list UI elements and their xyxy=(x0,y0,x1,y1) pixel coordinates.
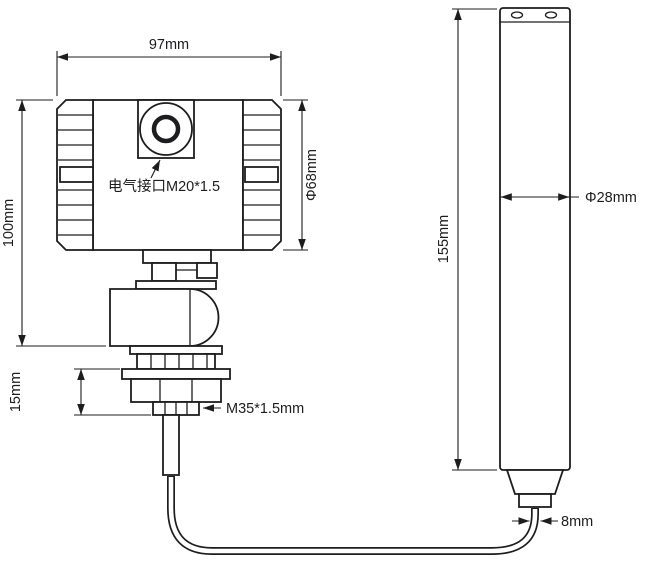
mounting-step xyxy=(142,249,212,264)
bolt-ring xyxy=(136,353,216,370)
probe-vent-hole xyxy=(510,11,524,19)
flange-plate-wide xyxy=(121,368,231,380)
cable-core xyxy=(168,477,538,554)
cable-diameter-label: 8mm xyxy=(561,514,593,530)
stem-tube xyxy=(162,414,180,476)
housing-height-label: 100mm xyxy=(1,199,17,247)
right-fin-lines xyxy=(243,114,280,236)
flange-height-label: 15mm xyxy=(8,372,24,412)
probe-length-label: 155mm xyxy=(436,215,452,263)
housing-diameter-label: Φ68mm xyxy=(304,149,320,201)
adapter-plate xyxy=(135,280,217,290)
probe-vent-hole xyxy=(544,11,558,19)
connection-cable xyxy=(167,476,539,555)
hex-nut xyxy=(130,378,222,403)
probe-cable-gland xyxy=(518,493,552,508)
thread-spec-label: M35*1.5mm xyxy=(226,401,304,417)
probe-view xyxy=(499,7,571,508)
probe-diameter-label: Φ28mm xyxy=(585,190,637,206)
bolt-ring-lines xyxy=(150,354,208,369)
transmitter-view xyxy=(56,99,282,476)
dim-probe-diameter: Φ28mm xyxy=(500,190,637,206)
valve-body xyxy=(109,288,220,347)
annotation-electrical-interface: 电气接口M20*1.5 xyxy=(108,159,220,195)
dim-housing-diameter: Φ68mm xyxy=(283,99,320,251)
conduit-outer-circle xyxy=(139,102,193,156)
cable-outline xyxy=(167,476,539,555)
left-fin-lines xyxy=(58,114,93,236)
thread-lines xyxy=(164,402,188,415)
dim-housing-height: 100mm xyxy=(1,99,106,347)
probe-body xyxy=(499,7,571,471)
annotation-thread-spec: M35*1.5mm xyxy=(203,401,304,417)
right-fin-recess xyxy=(244,166,279,183)
left-fin-recess xyxy=(59,166,94,183)
leader-line xyxy=(150,159,161,179)
dim-probe-length: 155mm xyxy=(436,8,497,471)
side-junction-box xyxy=(196,262,218,279)
conduit-inner-ring xyxy=(151,114,181,144)
dim-cable-diameter: 8mm xyxy=(512,514,593,530)
dim-housing-width: 97mm xyxy=(56,37,282,96)
neck xyxy=(151,262,177,282)
flange-plate-top xyxy=(129,345,223,355)
probe-bottom-taper xyxy=(505,469,565,495)
housing-width-label: 97mm xyxy=(149,37,189,53)
dim-flange-height: 15mm xyxy=(8,368,151,416)
electrical-interface-label: 电气接口M20*1.5 xyxy=(108,178,220,195)
